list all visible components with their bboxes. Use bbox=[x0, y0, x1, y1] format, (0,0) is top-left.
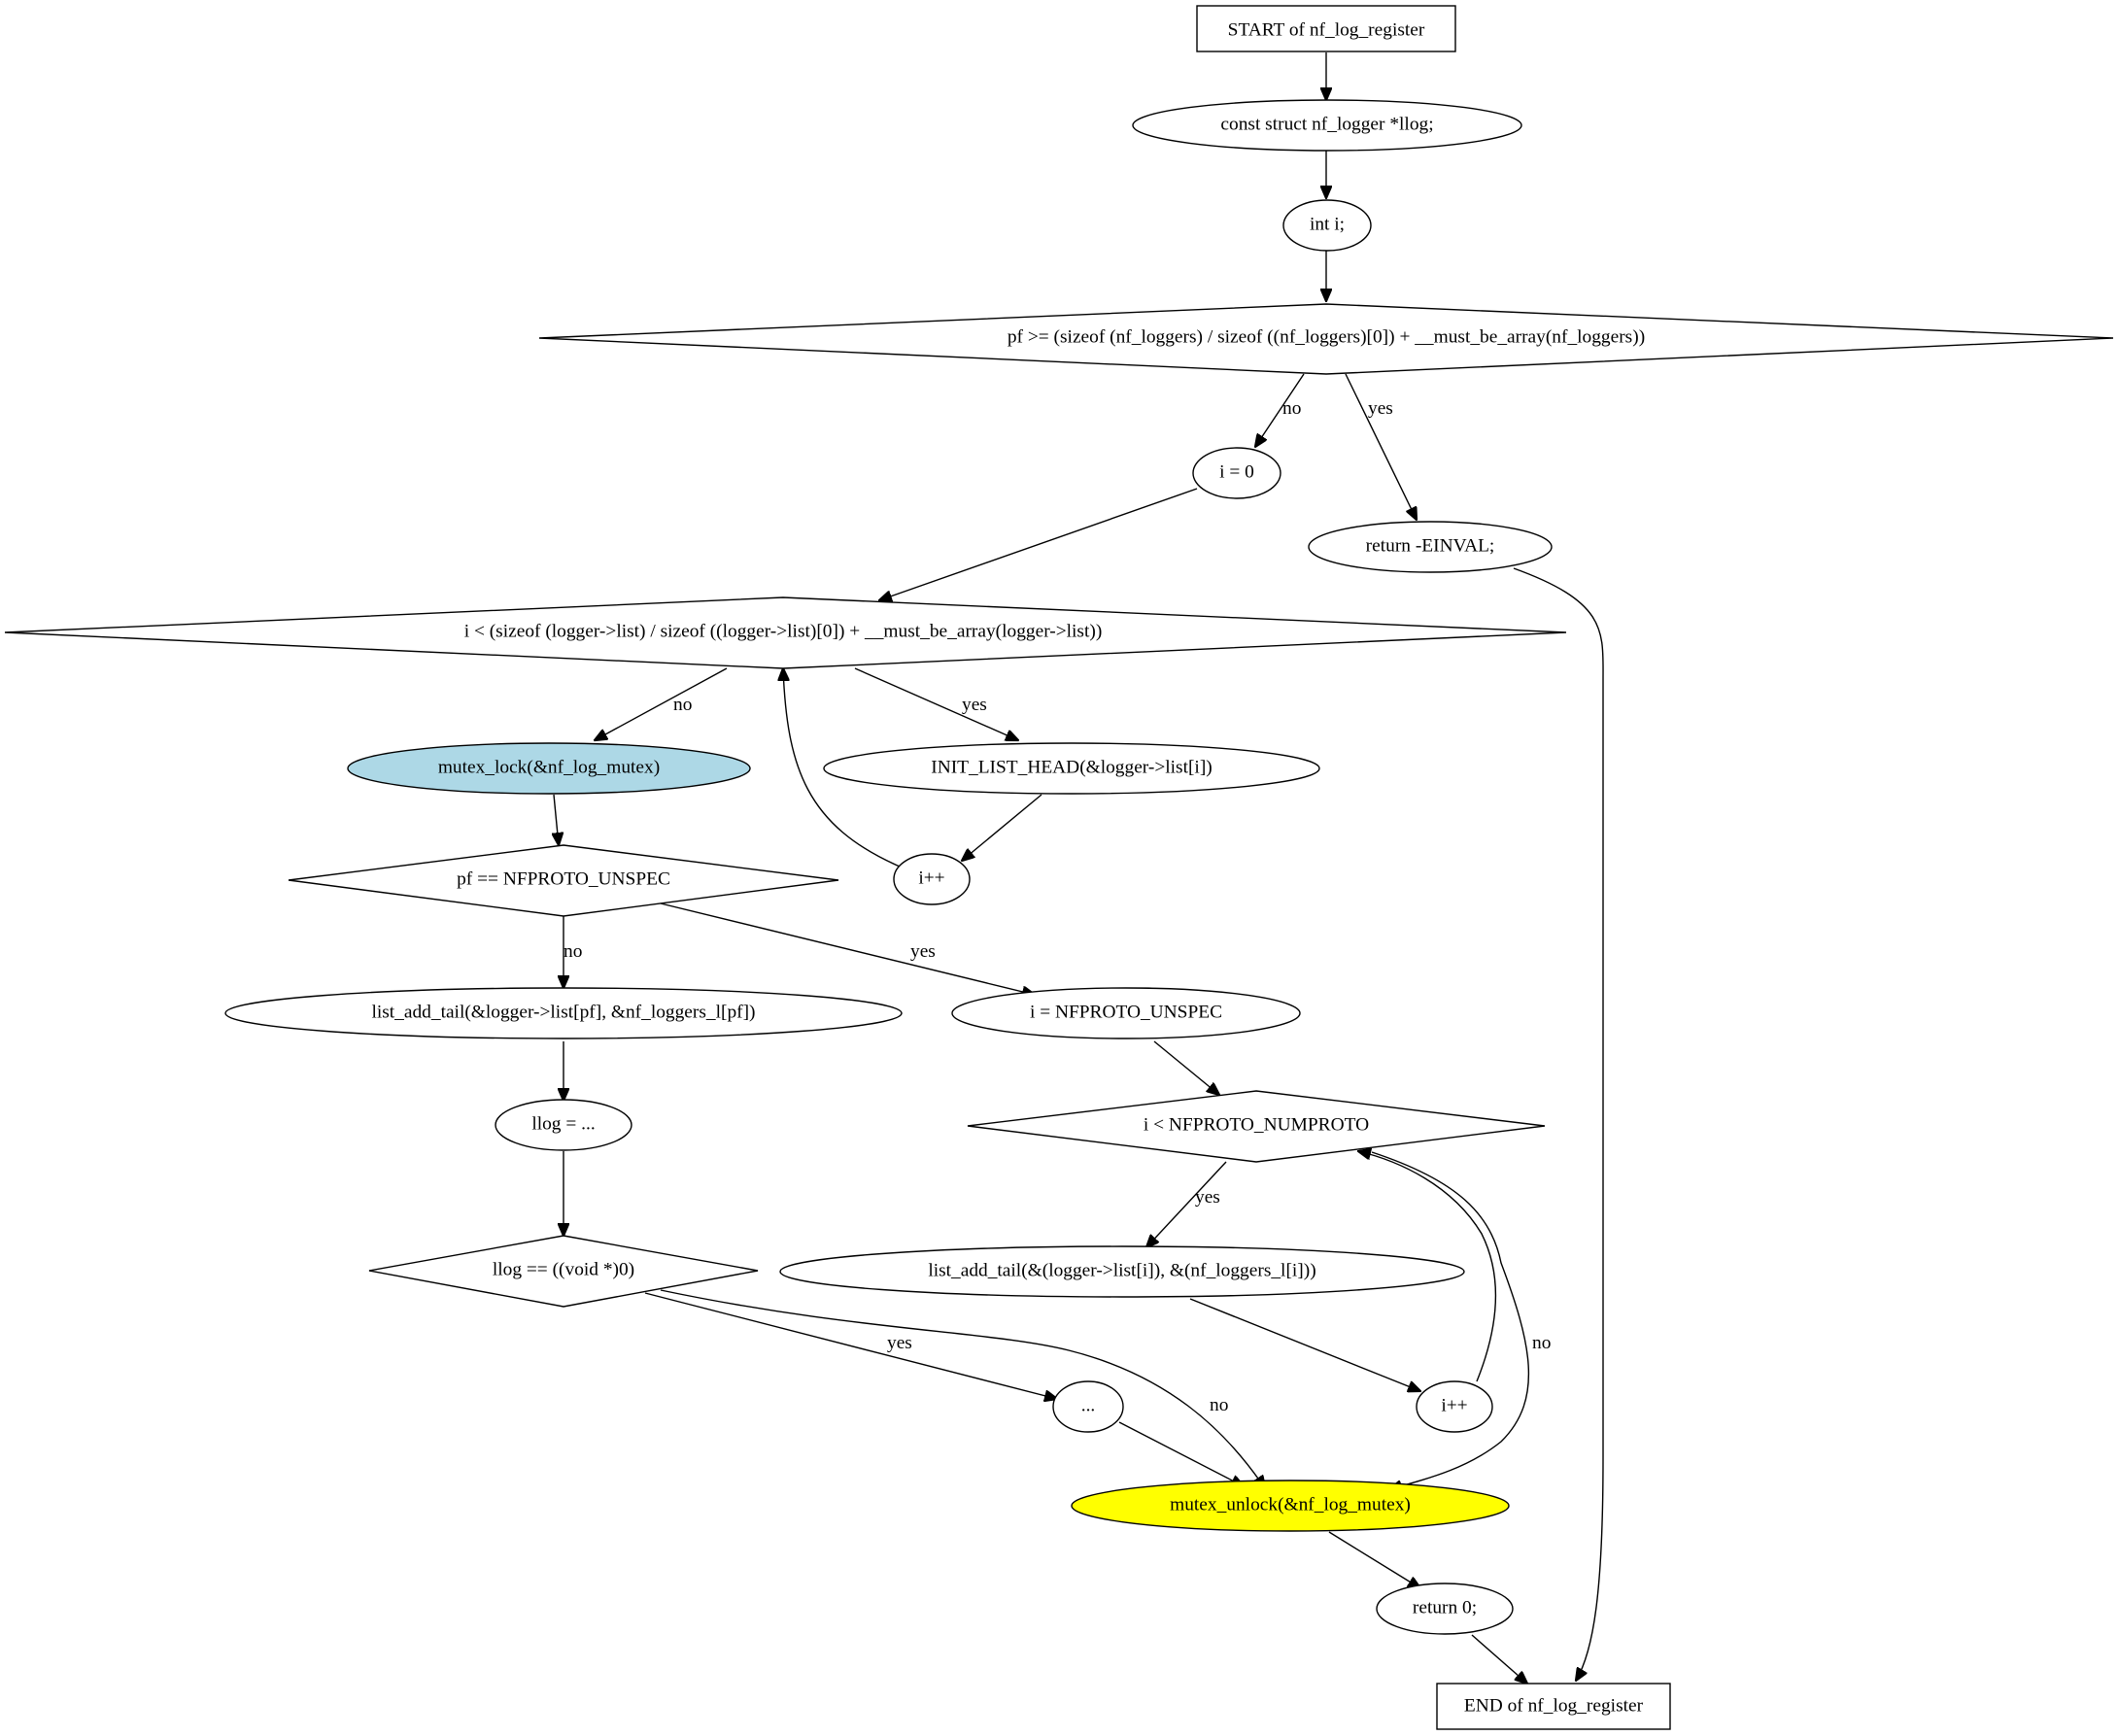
edge-label-unspec-yes: yes bbox=[910, 941, 936, 962]
node-i-inc-1-label: i++ bbox=[918, 868, 944, 888]
edge-label-pf-no: no bbox=[1282, 398, 1301, 419]
node-list-add-i-label: list_add_tail(&(logger->list[i]), &(nf_l… bbox=[928, 1260, 1315, 1280]
node-return-zero[interactable]: return 0; bbox=[1376, 1583, 1514, 1635]
edges bbox=[554, 52, 1604, 1684]
nodes: START of nf_log_register const struct nf… bbox=[4, 5, 2114, 1730]
edge-loop-no bbox=[595, 667, 728, 740]
edge-label-numproto-yes: yes bbox=[1195, 1187, 1220, 1208]
node-ellipsis-label: ... bbox=[1081, 1395, 1096, 1415]
node-ellipsis[interactable]: ... bbox=[1052, 1380, 1124, 1433]
edge-loop-yes bbox=[854, 667, 1018, 740]
node-end[interactable]: END of nf_log_register bbox=[1436, 1683, 1671, 1730]
edge-lock-to-check-unspec bbox=[554, 794, 559, 845]
node-mutex-lock-label: mutex_lock(&nf_log_mutex) bbox=[438, 757, 660, 777]
edge-check-pf-yes bbox=[1345, 373, 1417, 520]
edge-einval-to-end bbox=[1513, 567, 1604, 1681]
node-i-unspec-label: i = NFPROTO_UNSPEC bbox=[1030, 1002, 1222, 1022]
edge-label-llog-no: no bbox=[1210, 1395, 1228, 1415]
node-decl-i-label: int i; bbox=[1310, 214, 1345, 234]
node-list-add-pf[interactable]: list_add_tail(&logger->list[pf], &nf_log… bbox=[224, 987, 903, 1039]
node-check-pf[interactable]: pf >= (sizeof (nf_loggers) / sizeof ((nf… bbox=[538, 303, 2114, 375]
edge-i-init-to-loop bbox=[879, 488, 1198, 600]
node-check-pf-label: pf >= (sizeof (nf_loggers) / sizeof ((nf… bbox=[1008, 326, 1645, 347]
node-decl-llog-label: const struct nf_logger *llog; bbox=[1220, 114, 1433, 134]
node-init-list-head[interactable]: INIT_LIST_HEAD(&logger->list[i]) bbox=[823, 742, 1320, 795]
node-check-llog-null[interactable]: llog == ((void *)0) bbox=[368, 1235, 759, 1308]
node-i-unspec[interactable]: i = NFPROTO_UNSPEC bbox=[951, 987, 1301, 1039]
edge-label-numproto-no: no bbox=[1532, 1333, 1551, 1353]
edge-label-unspec-no: no bbox=[564, 941, 582, 962]
edge-null-no bbox=[660, 1289, 1265, 1488]
node-return-einval[interactable]: return -EINVAL; bbox=[1308, 521, 1553, 573]
edge-numproto-no bbox=[1371, 1151, 1530, 1489]
node-start[interactable]: START of nf_log_register bbox=[1196, 5, 1456, 52]
edge-i-inc2-back-to-numproto bbox=[1358, 1151, 1497, 1382]
node-loop-cond-label: i < (sizeof (logger->list) / sizeof ((lo… bbox=[464, 621, 1103, 641]
edge-ellipsis-to-unlock bbox=[1118, 1421, 1244, 1486]
node-list-add-pf-label: list_add_tail(&logger->list[pf], &nf_log… bbox=[371, 1002, 755, 1022]
node-loop-numproto-label: i < NFPROTO_NUMPROTO bbox=[1144, 1114, 1369, 1135]
node-i-init[interactable]: i = 0 bbox=[1192, 447, 1281, 499]
node-i-init-label: i = 0 bbox=[1219, 461, 1254, 482]
edge-init-head-to-i-inc bbox=[962, 794, 1042, 861]
edge-label-loop-yes: yes bbox=[962, 695, 987, 715]
edge-unspec-assign-to-numproto bbox=[1153, 1040, 1219, 1095]
node-return-zero-label: return 0; bbox=[1413, 1597, 1477, 1617]
edge-list-add-i-to-i-inc bbox=[1189, 1298, 1420, 1391]
edge-check-pf-no bbox=[1255, 373, 1305, 447]
node-i-inc-2-label: i++ bbox=[1441, 1395, 1467, 1415]
node-loop-cond[interactable]: i < (sizeof (logger->list) / sizeof ((lo… bbox=[4, 596, 1567, 669]
edge-unlock-to-return-zero bbox=[1328, 1531, 1420, 1588]
node-mutex-unlock[interactable]: mutex_unlock(&nf_log_mutex) bbox=[1071, 1480, 1510, 1532]
node-init-list-head-label: INIT_LIST_HEAD(&logger->list[i]) bbox=[931, 757, 1213, 777]
node-llog-assign[interactable]: llog = ... bbox=[495, 1099, 632, 1151]
edge-labels: no yes no yes no yes yes no yes no bbox=[564, 398, 1551, 1415]
edge-null-yes bbox=[644, 1292, 1057, 1399]
node-llog-assign-label: llog = ... bbox=[531, 1113, 595, 1134]
node-check-unspec-label: pf == NFPROTO_UNSPEC bbox=[457, 868, 670, 889]
edge-return-zero-to-end bbox=[1471, 1634, 1527, 1684]
node-mutex-lock[interactable]: mutex_lock(&nf_log_mutex) bbox=[347, 742, 751, 795]
node-i-inc-2[interactable]: i++ bbox=[1416, 1380, 1493, 1433]
node-check-unspec[interactable]: pf == NFPROTO_UNSPEC bbox=[288, 844, 839, 917]
node-check-llog-null-label: llog == ((void *)0) bbox=[493, 1259, 634, 1279]
node-i-inc-1[interactable]: i++ bbox=[893, 853, 971, 905]
edge-i-inc-back-to-loop bbox=[783, 668, 901, 868]
edge-unspec-yes bbox=[660, 902, 1035, 995]
edge-numproto-yes bbox=[1146, 1161, 1227, 1247]
node-return-einval-label: return -EINVAL; bbox=[1366, 535, 1495, 556]
node-loop-numproto[interactable]: i < NFPROTO_NUMPROTO bbox=[967, 1090, 1546, 1163]
node-start-label: START of nf_log_register bbox=[1228, 19, 1425, 40]
node-decl-llog[interactable]: const struct nf_logger *llog; bbox=[1132, 99, 1522, 152]
node-end-label: END of nf_log_register bbox=[1464, 1695, 1644, 1716]
edge-label-loop-no: no bbox=[673, 695, 692, 715]
node-decl-i[interactable]: int i; bbox=[1282, 199, 1372, 252]
node-mutex-unlock-label: mutex_unlock(&nf_log_mutex) bbox=[1170, 1494, 1411, 1515]
edge-label-pf-yes: yes bbox=[1368, 398, 1393, 419]
node-list-add-i[interactable]: list_add_tail(&(logger->list[i]), &(nf_l… bbox=[779, 1245, 1465, 1298]
edge-label-llog-yes: yes bbox=[887, 1333, 912, 1353]
